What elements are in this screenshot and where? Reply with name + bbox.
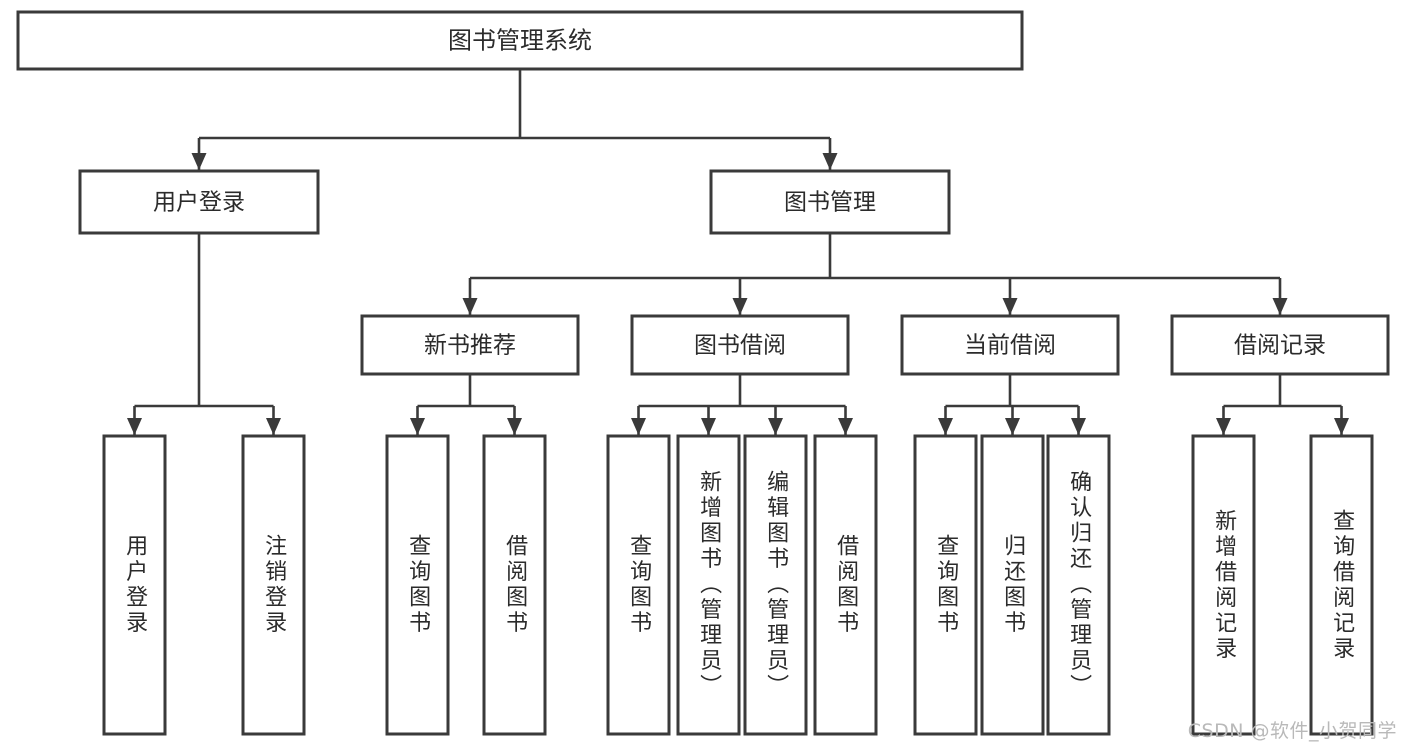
arrow-level2-to-level3-1 xyxy=(732,298,748,315)
arrow-level2-to-level3-2 xyxy=(1002,298,1018,315)
arrow-parent-2-to-leaf-0 xyxy=(631,418,646,435)
arrow-parent-0-to-leaf-0 xyxy=(127,418,142,435)
level3-node-2-label: 当前借阅 xyxy=(964,333,1056,359)
level3-node-1[interactable] xyxy=(630,314,850,376)
level3-node-2[interactable] xyxy=(900,314,1120,376)
level3-node-3-label: 借阅记录 xyxy=(1234,333,1326,359)
level2-node-1-label: 图书管理 xyxy=(784,190,876,216)
leaf-node-8[interactable] xyxy=(913,434,978,736)
leaf-node-12[interactable] xyxy=(1309,434,1374,736)
level2-node-0-label: 用户登录 xyxy=(153,190,245,216)
leaf-node-9[interactable] xyxy=(980,434,1045,736)
arrow-parent-4-to-leaf-1 xyxy=(1334,418,1349,435)
leaf-node-7[interactable] xyxy=(813,434,878,736)
root-node-book-management-system[interactable] xyxy=(16,10,1024,71)
arrow-parent-0-to-leaf-1 xyxy=(266,418,281,435)
root-node-book-management-system-label: 图书管理系统 xyxy=(448,27,592,55)
arrow-parent-3-to-leaf-2 xyxy=(1071,418,1086,435)
leaf-node-3[interactable] xyxy=(482,434,547,736)
level3-node-0-label: 新书推荐 xyxy=(424,333,516,359)
level2-node-0[interactable] xyxy=(78,169,320,235)
level3-node-0[interactable] xyxy=(360,314,580,376)
arrow-parent-1-to-leaf-1 xyxy=(507,418,522,435)
arrow-parent-3-to-leaf-1 xyxy=(1005,418,1020,435)
arrow-parent-2-to-leaf-1 xyxy=(701,418,716,435)
arrow-parent-4-to-leaf-0 xyxy=(1216,418,1231,435)
leaf-node-5[interactable] xyxy=(676,434,741,736)
leaf-node-6[interactable] xyxy=(743,434,808,736)
leaf-node-0[interactable] xyxy=(102,434,167,736)
level3-node-3[interactable] xyxy=(1170,314,1390,376)
level2-node-1[interactable] xyxy=(709,169,951,235)
csdn-watermark: CSDN @软件_小贺同学 xyxy=(1187,720,1397,742)
connector-layer xyxy=(127,69,1349,435)
arrow-root-to-level2-0 xyxy=(191,153,207,170)
arrow-parent-1-to-leaf-0 xyxy=(410,418,425,435)
leaf-node-2[interactable] xyxy=(385,434,450,736)
leaf-node-10[interactable] xyxy=(1046,434,1111,736)
box-layer xyxy=(16,10,1390,736)
arrow-level2-to-level3-0 xyxy=(462,298,478,315)
leaf-node-4[interactable] xyxy=(606,434,671,736)
level3-node-1-label: 图书借阅 xyxy=(694,333,786,359)
arrow-level2-to-level3-3 xyxy=(1272,298,1288,315)
leaf-node-1[interactable] xyxy=(241,434,306,736)
arrow-parent-2-to-leaf-3 xyxy=(838,418,853,435)
arrow-parent-2-to-leaf-2 xyxy=(768,418,783,435)
leaf-node-11[interactable] xyxy=(1191,434,1256,736)
arrow-parent-3-to-leaf-0 xyxy=(938,418,953,435)
arrow-root-to-level2-1 xyxy=(822,153,838,170)
